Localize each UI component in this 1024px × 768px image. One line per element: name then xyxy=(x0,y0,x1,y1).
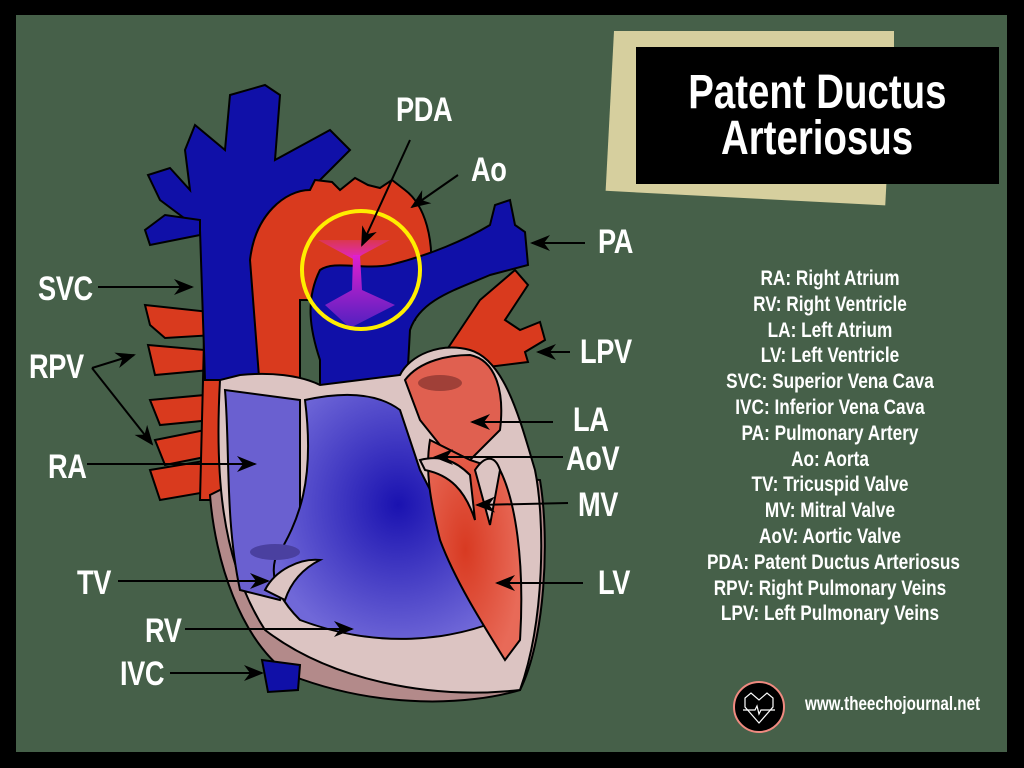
website-link[interactable]: www.theechojournal.net xyxy=(805,694,981,715)
heart-body xyxy=(208,346,546,703)
label-ra: RA xyxy=(48,448,87,486)
label-tv: TV xyxy=(77,564,111,602)
label-ivc: IVC xyxy=(120,655,165,693)
title-box: Patent Ductus Arteriosus xyxy=(636,47,999,184)
label-rpv: RPV xyxy=(29,348,84,386)
pulmonary-artery xyxy=(309,198,530,421)
label-arrows xyxy=(87,139,585,681)
label-ao: Ao xyxy=(471,151,507,189)
title-line-1: Patent Ductus xyxy=(688,65,947,119)
legend-item: AoV: Aortic Valve xyxy=(759,524,901,548)
title-line-2: Arteriosus xyxy=(721,111,914,165)
label-lpv: LPV xyxy=(580,333,632,371)
legend-item: Ao: Aorta xyxy=(791,447,869,471)
legend-item: PA: Pulmonary Artery xyxy=(741,421,919,445)
legend-item: TV: Tricuspid Valve xyxy=(751,473,909,497)
legend-item: MV: Mitral Valve xyxy=(764,499,896,523)
label-pa: PA xyxy=(598,223,633,261)
label-aov: AoV xyxy=(566,440,620,478)
inferior-vena-cava xyxy=(260,658,302,694)
superior-vena-cava xyxy=(143,83,352,381)
label-pda: PDA xyxy=(396,91,453,129)
label-svc: SVC xyxy=(38,270,93,308)
legend-item: RPV: Right Pulmonary Veins xyxy=(713,576,947,600)
legend-item: IVC: Inferior Vena Cava xyxy=(735,395,925,419)
legend-item: RV: Right Ventricle xyxy=(753,292,907,316)
label-rv: RV xyxy=(145,612,182,650)
legend-item: LV: Left Ventricle xyxy=(760,344,900,368)
legend-item: RA: Right Atrium xyxy=(760,267,900,290)
legend-item: PDA: Patent Ductus Arteriosus xyxy=(707,550,960,574)
legend-item: LA: Left Atrium xyxy=(767,318,893,342)
legend-item: SVC: Superior Vena Cava xyxy=(726,370,934,394)
left-pulmonary-veins xyxy=(438,268,547,370)
label-la: LA xyxy=(573,401,609,439)
heart-ecg-icon xyxy=(733,681,785,733)
legend-item: LPV: Left Pulmonary Veins xyxy=(720,602,940,626)
label-lv: LV xyxy=(598,564,630,602)
abbreviation-legend: RA: Right Atrium RV: Right Ventricle LA:… xyxy=(680,266,980,627)
label-mv: MV xyxy=(578,486,618,524)
